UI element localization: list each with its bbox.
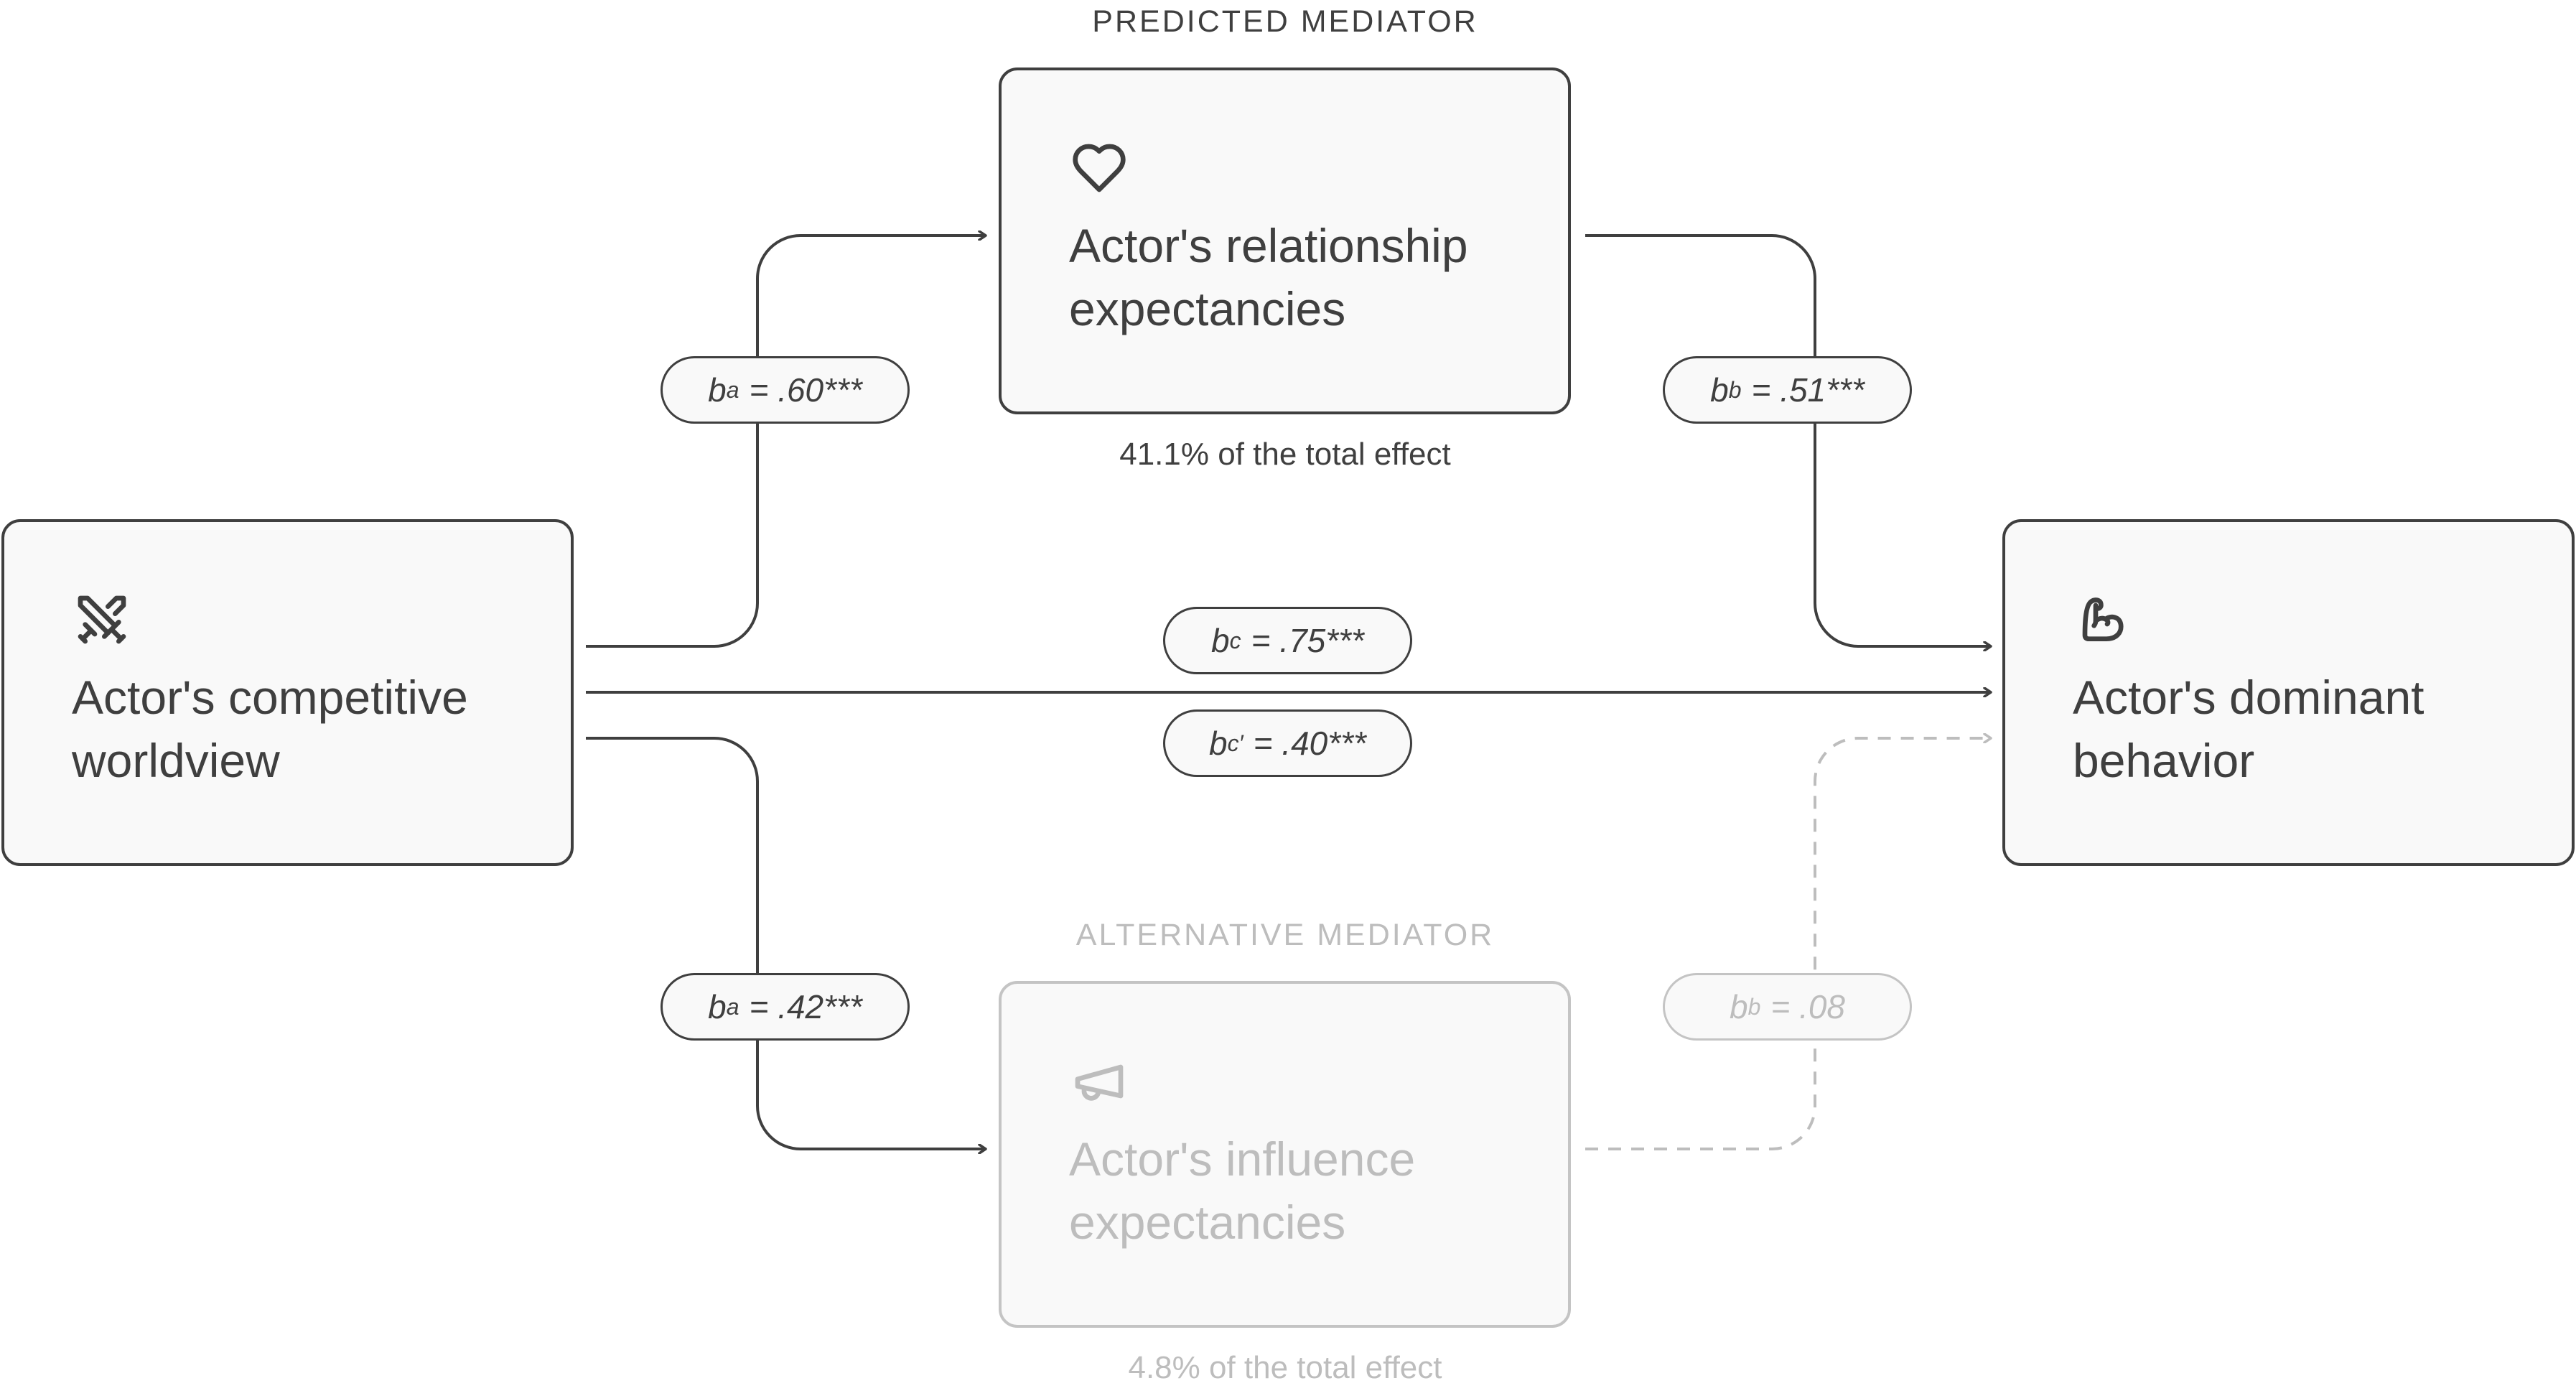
predicted-mediator-node: Actor's relationship expectancies (999, 68, 1571, 414)
coef-subscript: a (726, 376, 739, 403)
path-b-alternative-connector (1585, 738, 1991, 1150)
heart-icon (1073, 144, 1126, 192)
predictor-node: Actor's competitive worldview (1, 519, 574, 866)
path-a-predicted-connector (586, 236, 986, 648)
coef-value: = .40*** (1253, 725, 1366, 762)
predicted-effect-share: 41.1% of the total effect (1119, 437, 1451, 472)
coef-symbol: b (1211, 622, 1230, 659)
coef-subscript: c (1229, 627, 1241, 653)
megaphone-icon (1075, 1064, 1124, 1101)
predicted-mediator-title: Actor's relationship expectancies (1069, 219, 1468, 335)
coef-subscript: c′ (1227, 730, 1243, 756)
coef-value: = .08 (1770, 988, 1845, 1025)
path-b-predicted-connector (1585, 234, 1991, 646)
alternative-effect-share: 4.8% of the total effect (1128, 1350, 1442, 1385)
outcome-node: Actor's dominant behavior (2002, 519, 2575, 866)
coef-value: = .75*** (1251, 622, 1364, 659)
coef-symbol: b (1730, 988, 1748, 1025)
flexed-bicep-icon (2082, 597, 2124, 641)
alternative-mediator-title: Actor's influence expectancies (1069, 1132, 1416, 1249)
predictor-label: Actor's competitive worldview (72, 671, 468, 787)
path-a-alternative-connector (586, 737, 986, 1149)
coef-value: = .51*** (1751, 371, 1865, 409)
alternative-mediator-node: Actor's influence expectancies (999, 981, 1571, 1328)
coef-symbol: b (708, 988, 727, 1025)
coef-symbol: b (1710, 371, 1729, 409)
outcome-label: Actor's dominant behavior (2073, 671, 2425, 787)
coef-value: = .60*** (749, 371, 862, 409)
alternative-mediator-label: ALTERNATIVE MEDIATOR (1075, 918, 1495, 952)
coef-subscript: a (726, 993, 739, 1020)
coef-symbol: b (708, 371, 727, 409)
coef-subscript: b (1728, 376, 1742, 403)
predicted-mediator-label: PREDICTED MEDIATOR (1092, 4, 1478, 39)
coef-symbol: b (1209, 725, 1228, 762)
coef-value: = .42*** (749, 988, 862, 1025)
crossed-swords-icon (78, 595, 126, 644)
coef-subscript: b (1747, 993, 1761, 1020)
